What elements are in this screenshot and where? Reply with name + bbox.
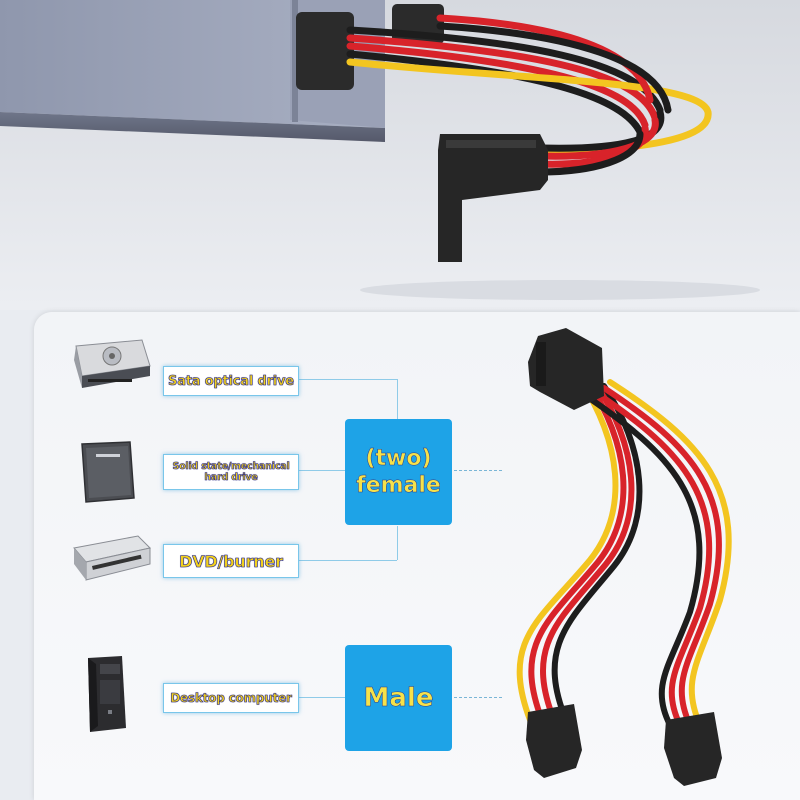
link-dash (454, 697, 502, 698)
label-text: Sata optical drive (168, 373, 295, 389)
loose-sata-connector (438, 134, 548, 262)
label-hard-drive: Solid state/mechanical hard drive (163, 454, 299, 490)
bottom-right-sata-connector (664, 712, 722, 786)
link-line (297, 697, 345, 698)
label-text: DVD/burner (179, 551, 283, 571)
link-line (297, 379, 397, 380)
male-box-label: Male (363, 682, 434, 713)
link-line (397, 526, 398, 560)
label-text: Desktop computer (170, 691, 292, 706)
drive-body (0, 0, 385, 128)
bottom-left-sata-connector (526, 704, 582, 778)
female-box-line1: (two) (365, 445, 432, 471)
product-photo (0, 0, 800, 310)
female-connector-box: (two) female (345, 419, 452, 525)
dvd-burner-icon (70, 532, 152, 590)
link-line (297, 560, 397, 561)
label-dvd-burner: DVD/burner (163, 544, 299, 578)
label-sata-optical-drive: Sata optical drive (163, 366, 299, 396)
drive-connector-1 (296, 12, 354, 90)
desktop-tower-icon (82, 654, 132, 738)
label-desktop-computer: Desktop computer (163, 683, 299, 713)
drive-cable-photo (0, 0, 800, 310)
link-line (297, 470, 345, 471)
ssd-icon (78, 440, 138, 508)
female-box-line2: female (356, 473, 441, 498)
optical-drive-icon (70, 336, 152, 394)
link-line (397, 379, 398, 419)
link-dash (454, 470, 502, 471)
top-sata-connector (528, 328, 604, 410)
splitter-cable-illustration (470, 320, 790, 794)
label-text: Solid state/mechanical hard drive (172, 460, 290, 483)
male-connector-box: Male (345, 645, 452, 751)
